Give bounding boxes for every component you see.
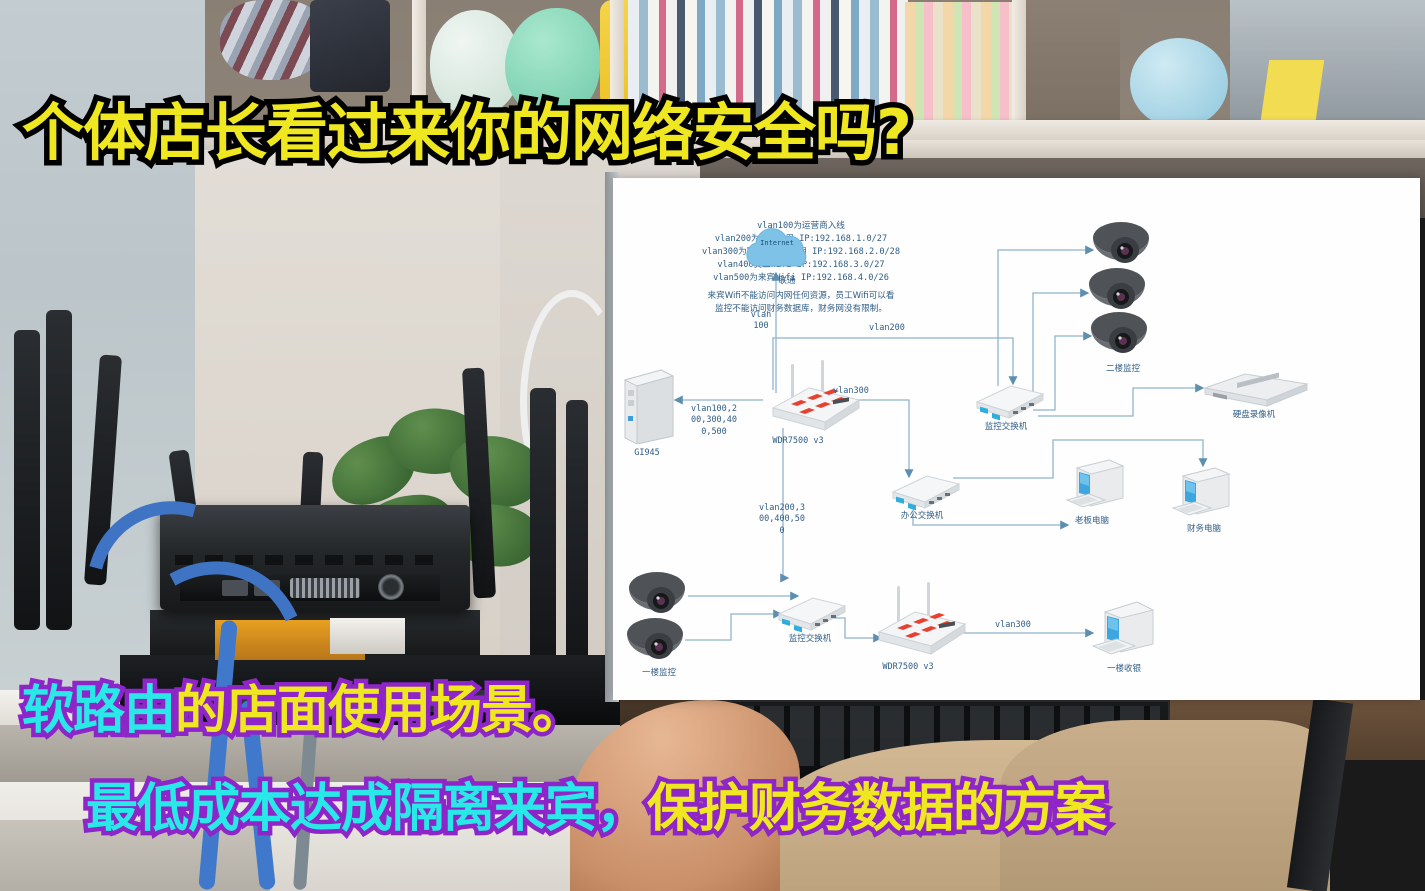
isp-label: 联通 [778, 276, 796, 286]
vlan-note-line: vlan200为监控专用 IP:192.168.1.0/27 [714, 233, 888, 244]
headline-top: 个体店长看过来你的网络安全吗? [17, 91, 918, 175]
pc-cashier-label: 一楼收银 [1106, 664, 1141, 674]
usb-port [254, 580, 280, 596]
white-cable [520, 290, 624, 514]
switch-monitoring-bottom-label: 监控交换机 [788, 634, 832, 644]
switch-icon-monitoring-bottom [773, 590, 849, 639]
wan-link-label: vlan 100 [750, 310, 772, 332]
camera-icon [625, 616, 689, 673]
shelf-item-dark-box [310, 0, 390, 92]
shelf-plank-secondary [620, 140, 1425, 162]
switch-icon-office [887, 468, 963, 517]
server-label: GI945 [634, 448, 660, 458]
power-connector [378, 574, 404, 600]
vlan300-link-label: vlan300 [833, 386, 869, 396]
vlan-note-line: vlan500为来宾Wifi IP:192.168.4.0/26 [713, 272, 889, 283]
trunk-link-label: vlan200,3 00,400,50 0 [758, 503, 806, 536]
antenna [530, 388, 556, 688]
person-jacket-right [1000, 720, 1330, 891]
router-vents [175, 555, 445, 565]
white-device [330, 618, 405, 654]
switch-port-row [175, 690, 505, 712]
server-link-label: vlan100,2 00,300,40 0,500 [690, 404, 738, 437]
antenna [46, 310, 72, 630]
desktop-computer-icon [1065, 456, 1131, 519]
desktop-computer-icon [1171, 464, 1237, 527]
subtitle-1-yellow: 的店面使用场景。 [171, 677, 589, 746]
desktop-computer-icon [1091, 598, 1161, 665]
subtitle-2-yellow: 保护财务数据的方案 [643, 775, 1112, 844]
internet-cloud-label: Internet [760, 239, 794, 247]
antenna [566, 400, 588, 690]
pc-finance-label: 财务电脑 [1186, 524, 1221, 534]
camera-icon [1089, 310, 1153, 367]
router-icon-bottom [861, 576, 971, 663]
router-icon-top [755, 356, 865, 439]
cameras-floor1-label: 一楼监控 [641, 668, 676, 678]
shelf-books-row-1 [628, 0, 908, 128]
nvr-icon [1201, 360, 1311, 413]
subtitle-1-cyan: 软路由 [17, 677, 180, 746]
switch-monitoring-top-label: 监控交换机 [984, 422, 1028, 432]
vlan-note-line: vlan100为运营商入线 [757, 221, 845, 231]
lower-surface-shadow [0, 820, 270, 891]
subtitle-line-2: 最低成本达成隔离来宾，保护财务数据的方案 [81, 766, 1112, 844]
camera-icon [1091, 220, 1155, 277]
camera-icon [1087, 266, 1151, 323]
antenna [14, 330, 40, 630]
vlan200-link-label: vlan200 [869, 323, 905, 333]
server-icon [617, 366, 677, 449]
switch-office-label: 办公交换机 [900, 511, 944, 521]
shelf-divider-left [412, 0, 426, 130]
subtitle-2-cyan: 最低成本达成隔离来宾， [81, 775, 652, 844]
policy-note-line: 监控不能访问财务数据库，财务网没有限制。 [715, 303, 887, 314]
cashier-link-label: vlan300 [995, 620, 1031, 630]
dvi-port [290, 578, 360, 598]
internet-cloud-icon: Internet [733, 224, 821, 270]
subtitle-line-1: 软路由的店面使用场景。 [17, 668, 589, 746]
shelf-divider-right [1012, 0, 1026, 130]
router-bottom-label: WDR7500 v3 [882, 662, 934, 672]
shelf-item-plush-green [505, 8, 600, 118]
network-diagram-panel: vlan100为运营商入线 vlan200为监控专用 IP:192.168.1.… [613, 178, 1420, 700]
shelf-item-blue-ball [1130, 38, 1228, 128]
shelf-gap [1025, 0, 1120, 140]
nvr-label: 硬盘录像机 [1232, 410, 1276, 420]
policy-note-line: 来宾Wifi不能访问内网任何资源，员工Wifi可以看 [707, 291, 895, 301]
camera-icon [627, 570, 691, 627]
shelf-divider-mid [610, 0, 624, 130]
shelf-item-fabric [220, 0, 325, 80]
router-top-label: WDR7500 v3 [772, 436, 824, 446]
shelf-books-row-2 [905, 2, 1025, 128]
cameras-floor2-label: 二楼监控 [1105, 364, 1140, 374]
pc-boss-label: 老板电脑 [1074, 516, 1109, 526]
shelf-item-right-cluster [1230, 0, 1425, 130]
usb-port [222, 580, 248, 596]
policy-note-block: 来宾Wifi不能访问内网任何资源，员工Wifi可以看 监控不能访问财务数据库，财… [641, 290, 961, 316]
switch-icon-monitoring-top [971, 378, 1047, 427]
